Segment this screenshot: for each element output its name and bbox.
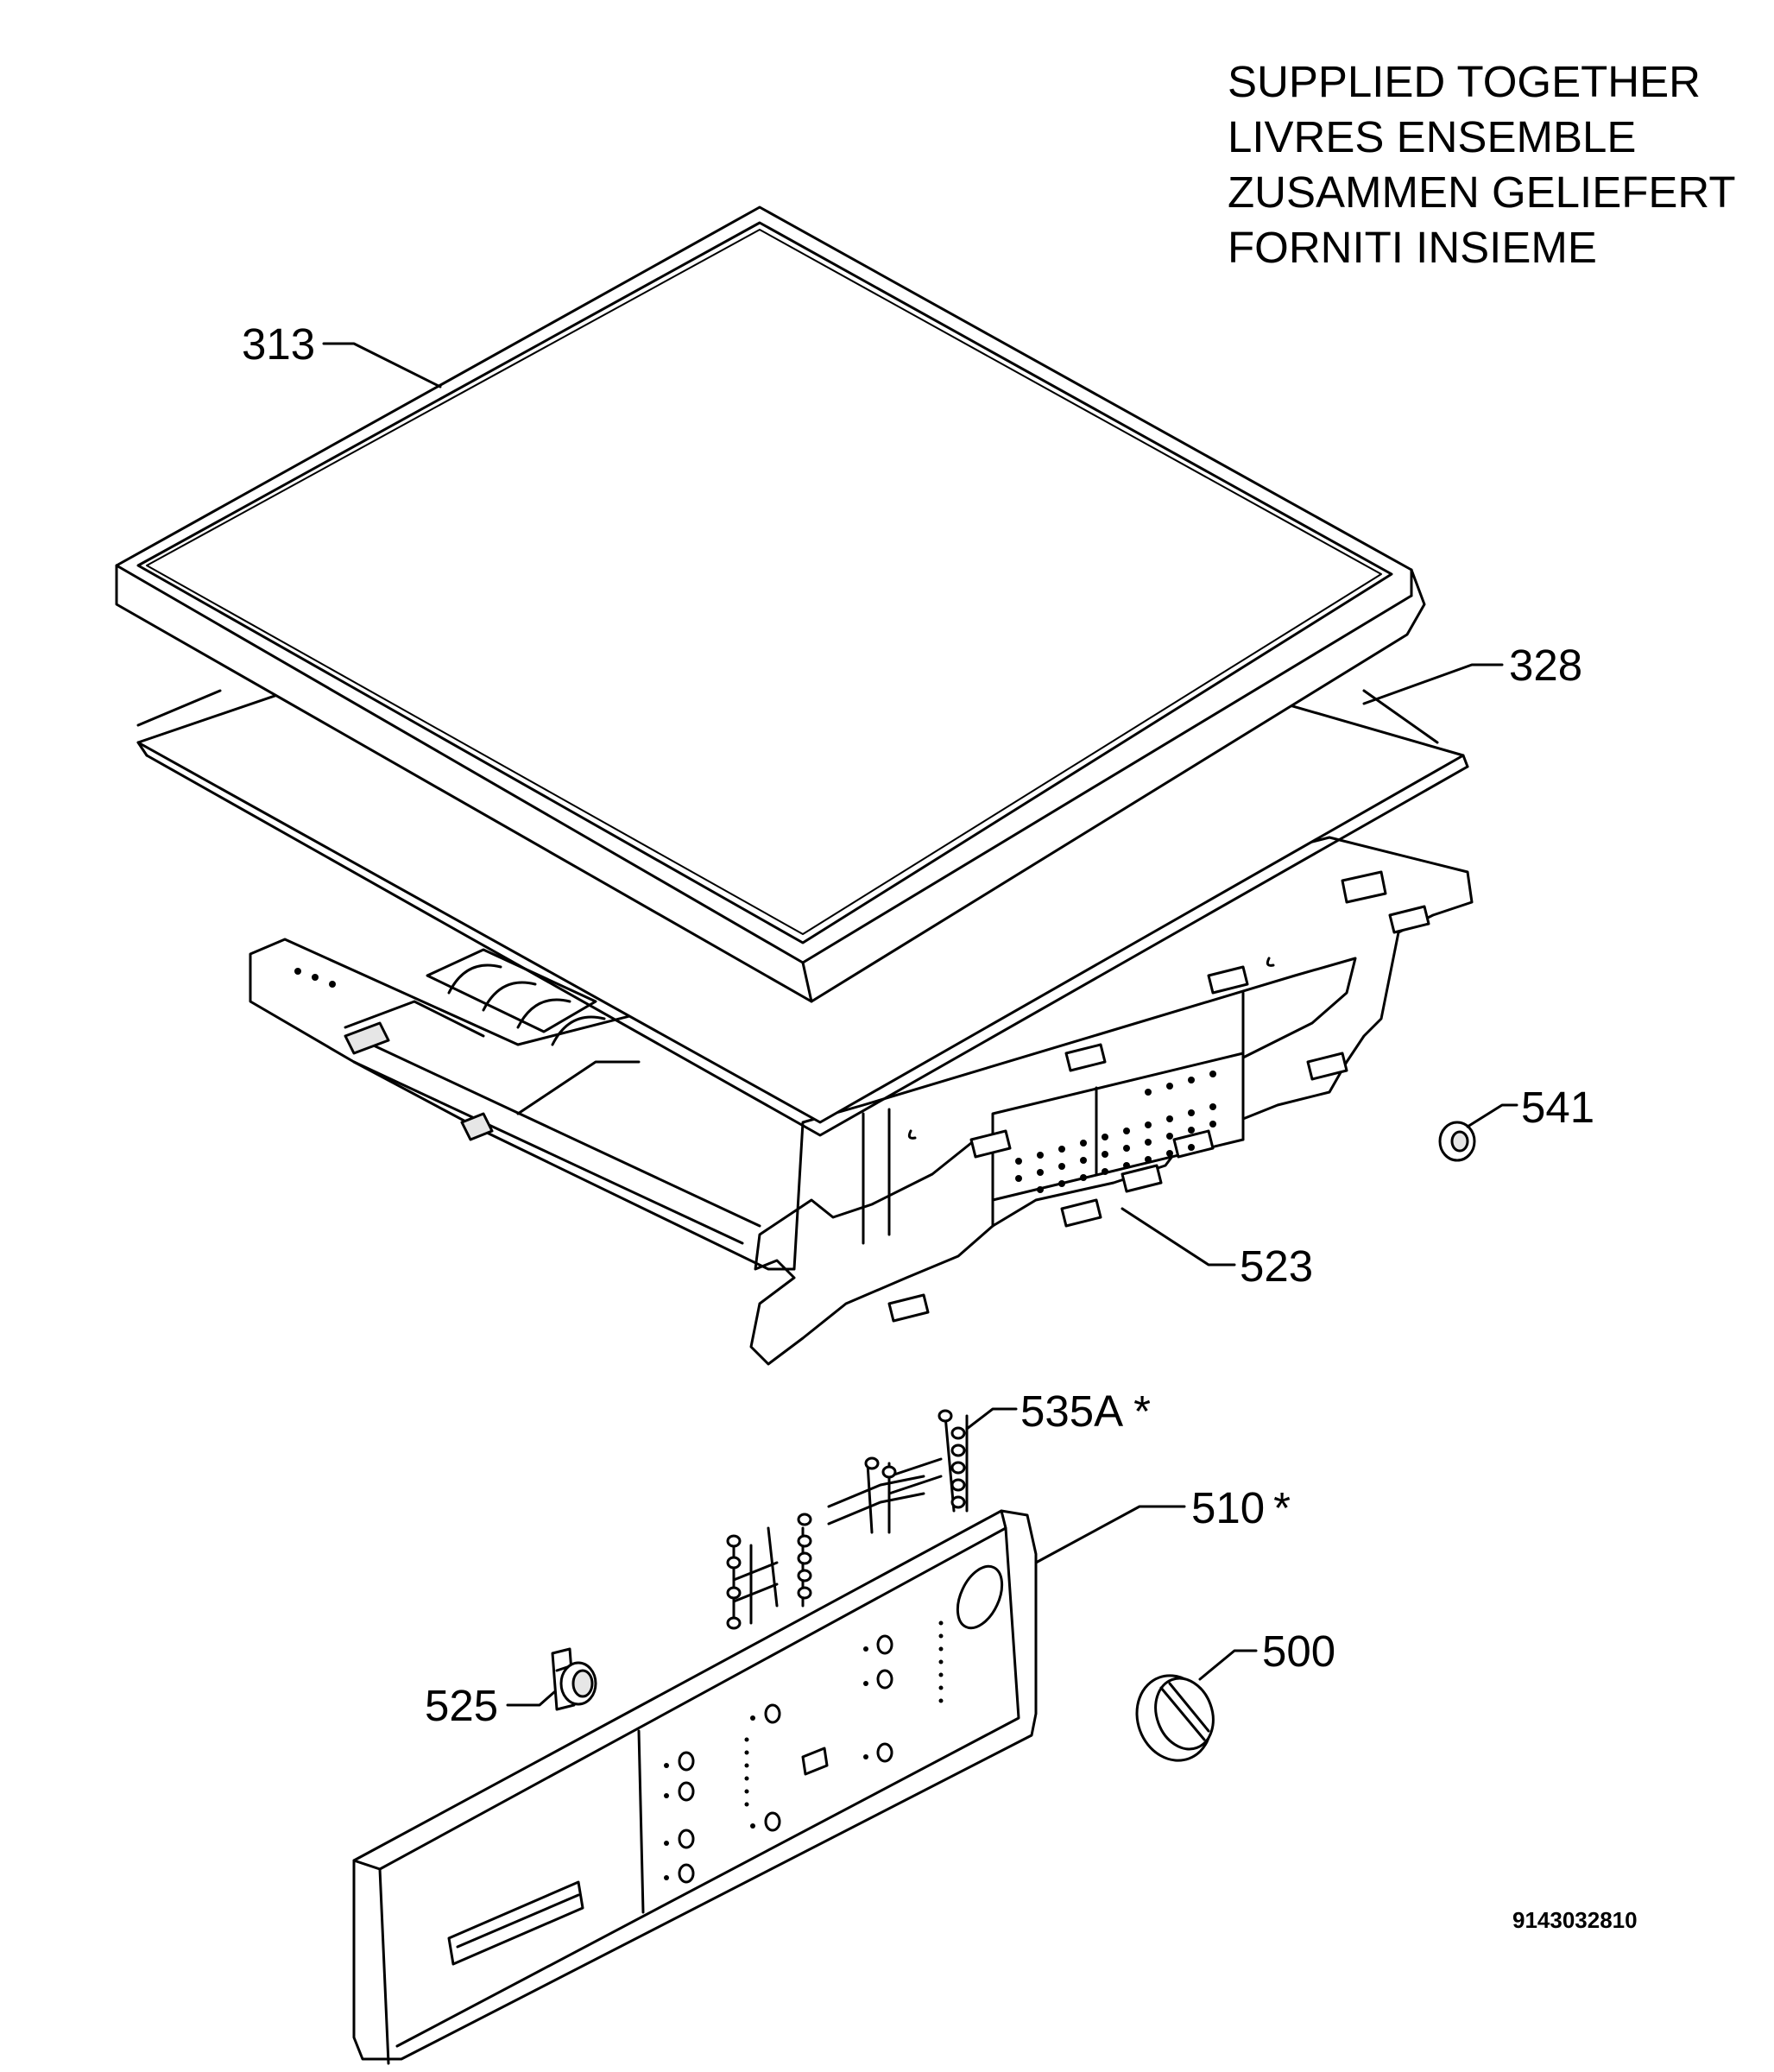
leader-525: [506, 1690, 556, 1707]
callout-535a-number: 535A: [1020, 1387, 1123, 1436]
note-line-1: SUPPLIED TOGETHER: [1228, 57, 1701, 106]
callout-313: 313: [242, 319, 315, 369]
note-line-2: LIVRES ENSEMBLE: [1228, 112, 1636, 161]
callout-510: 510*: [1191, 1483, 1291, 1532]
callout-535a-asterisk: *: [1133, 1387, 1151, 1436]
part-510-control-panel: [352, 1509, 1038, 2065]
note-line-3: ZUSAMMEN GELIEFERT: [1228, 167, 1735, 217]
callout-500: 500: [1262, 1627, 1335, 1676]
part-541-grommet: [1438, 1121, 1476, 1162]
part-313-lid: [115, 205, 1426, 1003]
part-500-knob: [1135, 1674, 1215, 1762]
note-line-4: FORNITI INSIEME: [1228, 223, 1597, 272]
leader-lines: [322, 342, 1518, 1707]
part-535a-harness: [726, 1409, 969, 1630]
callout-510-asterisk: *: [1273, 1483, 1291, 1532]
callout-510-number: 510: [1191, 1483, 1265, 1532]
frame-hole-grid: [1015, 1071, 1216, 1193]
callout-525: 525: [425, 1681, 498, 1730]
leader-510: [1034, 1505, 1186, 1564]
leader-500: [1198, 1649, 1258, 1681]
leader-523: [1121, 1207, 1236, 1267]
leader-313: [322, 342, 442, 388]
callout-328: 328: [1509, 641, 1582, 690]
callouts: 313 328 541 523 535A* 510* 525 500: [242, 319, 1594, 1730]
leader-541: [1466, 1103, 1518, 1128]
callout-523: 523: [1240, 1241, 1313, 1291]
callout-541: 541: [1521, 1083, 1594, 1132]
part-523-frame: [249, 836, 1474, 1366]
document-number: 9143032810: [1512, 1907, 1638, 1933]
leader-535a: [965, 1407, 1018, 1431]
supplied-together-note: SUPPLIED TOGETHER LIVRES ENSEMBLE ZUSAMM…: [1228, 57, 1735, 272]
leader-328: [1362, 663, 1504, 705]
part-525-button: [551, 1647, 597, 1711]
callout-535a: 535A*: [1020, 1387, 1151, 1436]
